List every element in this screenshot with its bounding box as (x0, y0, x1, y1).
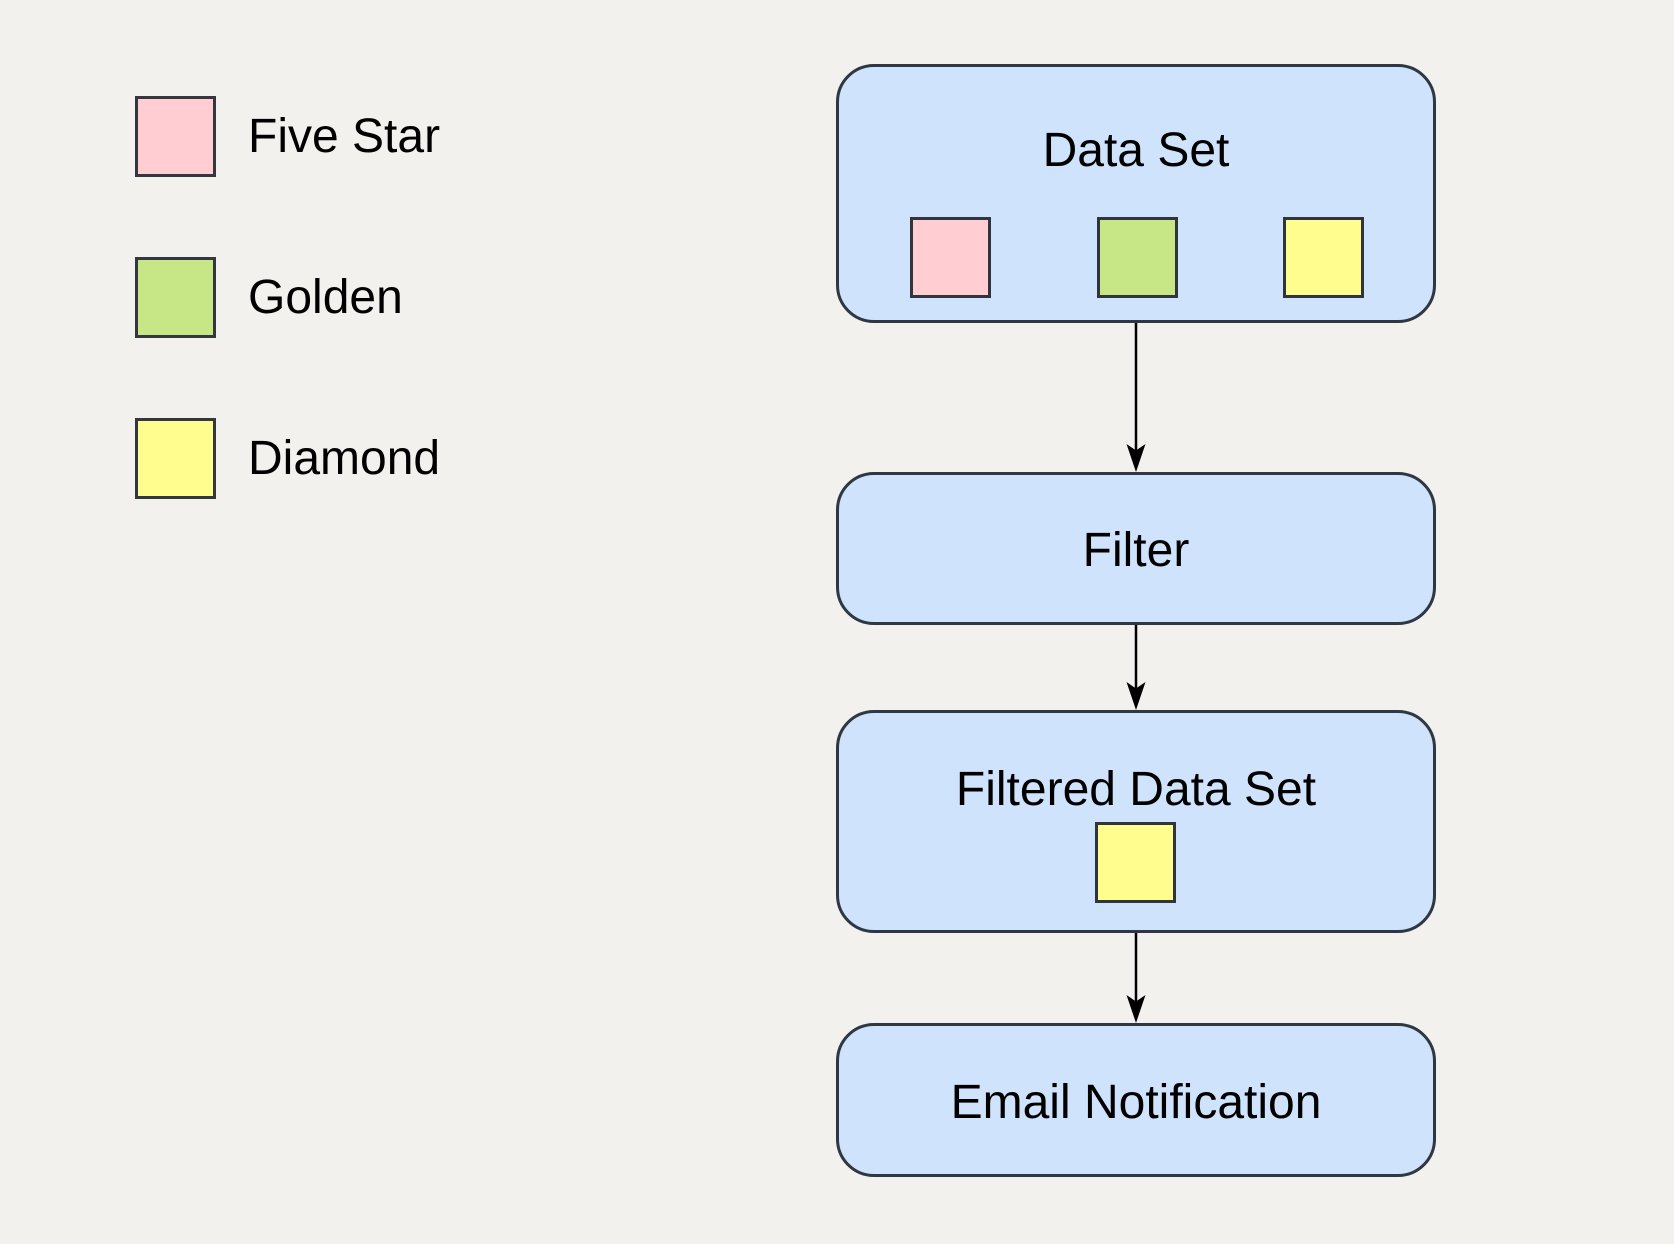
node-filter-title: Filter (1082, 524, 1190, 577)
arrow-filter-to-filtered-data-set (1126, 625, 1146, 710)
chip-diamond (1283, 217, 1364, 298)
five-star-color-swatch (135, 96, 216, 177)
node-data-set-title: Data Set (1042, 124, 1230, 177)
chip-golden (1097, 217, 1178, 298)
legend-item-diamond: Diamond (135, 418, 440, 499)
node-email-notification-title: Email Notification (950, 1076, 1322, 1129)
arrow-filtered-data-set-to-email-notification (1126, 933, 1146, 1023)
chip-diamond (1095, 822, 1176, 903)
legend-label-diamond: Diamond (248, 431, 441, 485)
arrow-data-set-to-filter (1126, 323, 1146, 472)
node-filtered-data-set-title: Filtered Data Set (955, 763, 1317, 816)
diamond-color-swatch (135, 418, 216, 499)
node-data-set: Data Set (836, 64, 1436, 323)
golden-color-swatch (135, 257, 216, 338)
chip-five-star (910, 217, 991, 298)
legend-item-five-star: Five Star (135, 96, 440, 177)
legend-label-golden: Golden (248, 270, 403, 324)
legend-label-five-star: Five Star (248, 109, 441, 163)
legend-item-golden: Golden (135, 257, 403, 338)
node-filter: Filter (836, 472, 1436, 625)
node-filtered-data-set: Filtered Data Set (836, 710, 1436, 933)
node-email-notification: Email Notification (836, 1023, 1436, 1177)
